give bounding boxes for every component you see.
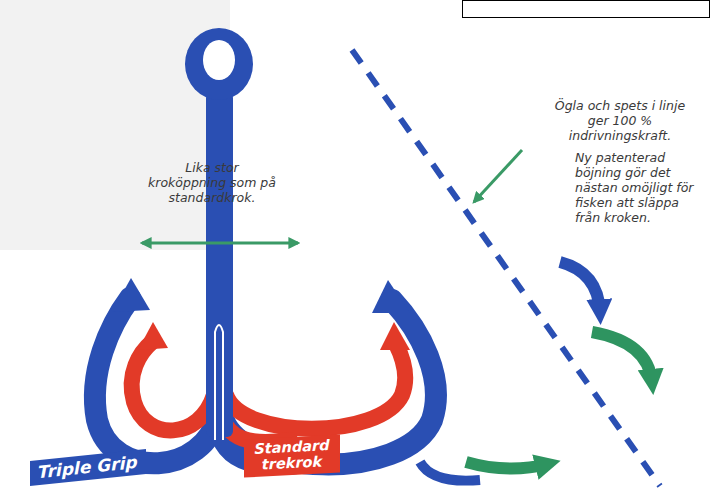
callout-text: Ögla och spets i linje ger 100 % indrivn…	[545, 98, 695, 143]
callout-text: Lika stor kroköppning som på standardkro…	[148, 160, 276, 205]
red-barb	[138, 322, 168, 350]
shank-outline	[215, 325, 223, 440]
background-patch	[0, 0, 230, 250]
blue-arm	[95, 298, 218, 463]
standard-arms	[132, 342, 406, 442]
eye-hole	[203, 40, 235, 80]
rotation-arrow	[592, 332, 652, 382]
rotation-arrow	[560, 262, 600, 312]
blue-barb	[112, 278, 150, 312]
eye	[185, 28, 253, 100]
rotation-arrow	[466, 462, 548, 469]
blue-barb	[372, 280, 410, 313]
header-box	[463, 1, 710, 18]
hook-name: Triple Grip	[38, 453, 138, 482]
opening-arrow	[142, 242, 298, 245]
red-arm	[226, 344, 405, 429]
leader-arrow	[474, 150, 522, 202]
red-barb	[380, 322, 410, 350]
red-arm	[132, 342, 214, 430]
shank	[206, 92, 233, 437]
hook-label-box: Standard trekrok	[244, 434, 340, 477]
callout-text: Ny patenterad böjning gör det nästan omö…	[575, 150, 697, 225]
hook-label-box: Triple Grip	[30, 449, 146, 486]
hook-name: Standard trekrok	[252, 438, 332, 474]
